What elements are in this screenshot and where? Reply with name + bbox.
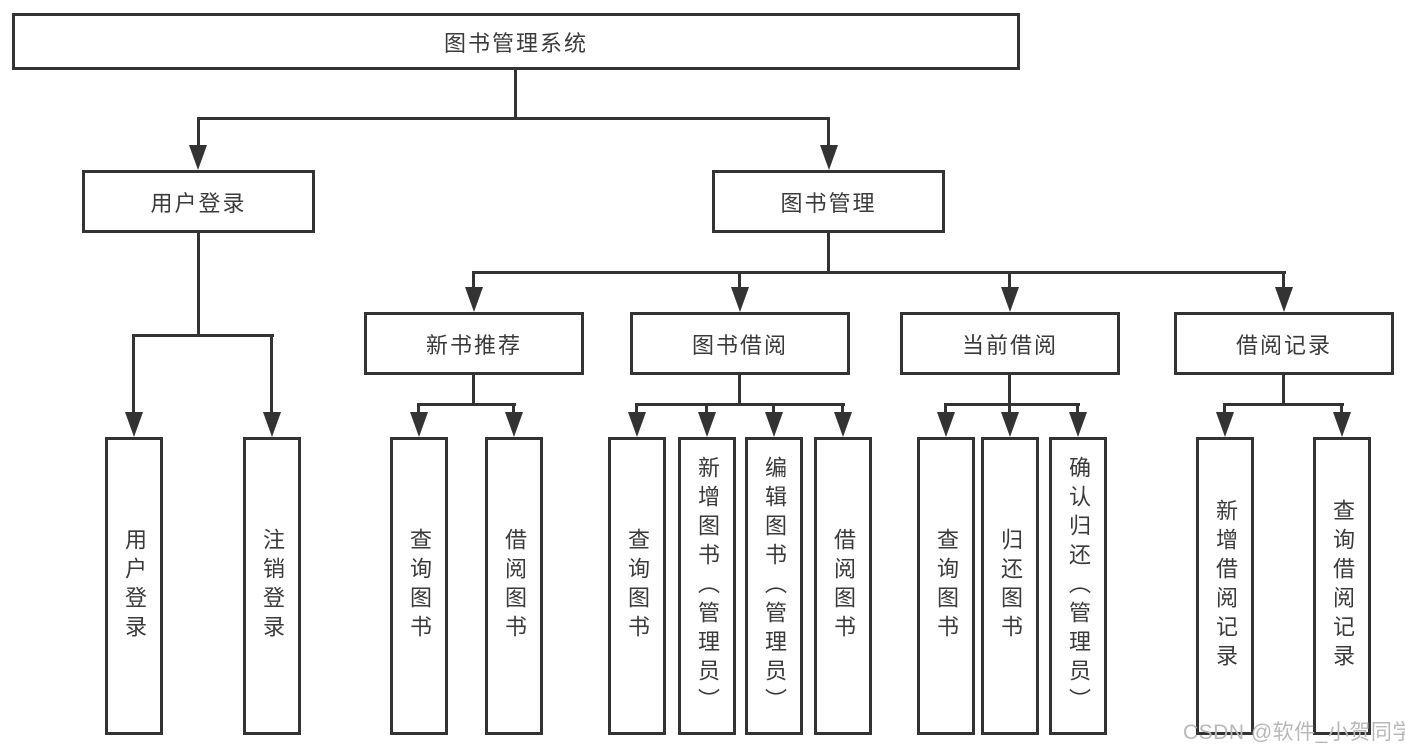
connector-line — [635, 403, 638, 414]
connector-line — [270, 334, 273, 414]
connector-line — [512, 403, 515, 414]
arrow-down-icon — [1275, 287, 1293, 312]
connector-line — [1282, 375, 1285, 406]
node-query-borrow-record: 查询借阅记录 — [1313, 437, 1371, 735]
connector-line — [705, 403, 708, 414]
node-label: 归还图书 — [998, 528, 1023, 644]
node-label: 查询借阅记录 — [1330, 499, 1355, 673]
node-label: 用户登录 — [150, 190, 247, 216]
node-edit-books-admin: 编辑图书（管理员） — [745, 437, 803, 735]
node-label: 新增图书（管理员） — [695, 455, 720, 717]
connector-line — [827, 233, 830, 274]
arrow-down-icon — [1001, 287, 1019, 312]
connector-line — [197, 117, 200, 148]
connector-line — [197, 233, 200, 337]
connector-line — [472, 271, 475, 289]
connector-line — [1008, 271, 1011, 289]
arrow-down-icon — [505, 412, 523, 437]
node-label: 借阅记录 — [1235, 332, 1332, 358]
node-user-login-action: 用户登录 — [105, 437, 163, 735]
node-label: 图书借阅 — [691, 332, 788, 358]
connector-line — [944, 403, 1080, 406]
arrow-down-icon — [189, 145, 207, 170]
node-label: 借阅图书 — [502, 528, 527, 644]
arrow-down-icon — [937, 412, 955, 437]
arrow-down-icon — [731, 287, 749, 312]
arrow-down-icon — [1069, 412, 1087, 437]
connector-line — [1223, 403, 1226, 414]
arrow-down-icon — [263, 412, 281, 437]
connector-line — [417, 403, 516, 406]
arrow-down-icon — [465, 287, 483, 312]
node-label: 注销登录 — [260, 528, 285, 644]
node-label: 查询图书 — [934, 528, 959, 644]
node-label: 用户登录 — [122, 528, 147, 644]
node-label: 查询图书 — [407, 528, 432, 644]
connector-line — [738, 375, 741, 406]
node-borrow-books: 借阅图书 — [814, 437, 872, 735]
connector-line — [827, 117, 830, 148]
node-book-borrowing: 图书借阅 — [630, 312, 850, 375]
arrow-down-icon — [698, 412, 716, 437]
connector-line — [197, 117, 830, 120]
arrow-down-icon — [765, 412, 783, 437]
node-add-borrow-record: 新增借阅记录 — [1196, 437, 1254, 735]
connector-line — [1076, 403, 1079, 414]
node-borrow-books-recommend: 借阅图书 — [485, 437, 543, 735]
node-borrowing-records: 借阅记录 — [1174, 312, 1394, 375]
csdn-watermark: CSDN @软件_小贺同学 — [1183, 721, 1405, 744]
node-library-management-system: 图书管理系统 — [12, 13, 1020, 70]
connector-line — [472, 271, 1286, 274]
arrow-down-icon — [628, 412, 646, 437]
connector-line — [1282, 271, 1285, 289]
node-label: 查询图书 — [625, 528, 650, 644]
node-return-books: 归还图书 — [981, 437, 1039, 735]
node-label: 编辑图书（管理员） — [762, 455, 787, 717]
arrow-down-icon — [125, 412, 143, 437]
connector-line — [132, 334, 274, 337]
connector-line — [132, 334, 135, 414]
node-confirm-return-admin: 确认归还（管理员） — [1049, 437, 1107, 735]
arrow-down-icon — [1216, 412, 1234, 437]
node-label: 当前借阅 — [961, 332, 1058, 358]
connector-line — [772, 403, 775, 414]
connector-line — [472, 375, 475, 406]
arrow-down-icon — [834, 412, 852, 437]
node-current-borrowing: 当前借阅 — [900, 312, 1120, 375]
node-label: 新增借阅记录 — [1213, 499, 1238, 673]
connector-line — [1340, 403, 1343, 414]
node-query-books-recommend: 查询图书 — [390, 437, 448, 735]
connector-line — [944, 403, 947, 414]
node-book-management: 图书管理 — [712, 170, 945, 233]
node-label: 确认归还（管理员） — [1066, 455, 1091, 717]
node-label: 图书管理 — [780, 190, 877, 216]
node-logout: 注销登录 — [243, 437, 301, 735]
node-user-login: 用户登录 — [82, 170, 315, 233]
arrow-down-icon — [1001, 412, 1019, 437]
connector-line — [738, 271, 741, 289]
arrow-down-icon — [820, 145, 838, 170]
connector-line — [1223, 403, 1344, 406]
arrow-down-icon — [1333, 412, 1351, 437]
node-add-books-admin: 新增图书（管理员） — [678, 437, 736, 735]
node-label: 新书推荐 — [425, 332, 522, 358]
node-label: 借阅图书 — [831, 528, 856, 644]
connector-line — [1008, 403, 1011, 414]
connector-line — [841, 403, 844, 414]
connector-line — [1008, 375, 1011, 406]
connector-line — [417, 403, 420, 414]
node-query-books-borrowing: 查询图书 — [608, 437, 666, 735]
connector-line — [635, 403, 845, 406]
node-query-books-current: 查询图书 — [917, 437, 975, 735]
node-label: 图书管理系统 — [443, 30, 588, 56]
connector-line — [514, 70, 517, 120]
arrow-down-icon — [410, 412, 428, 437]
node-new-book-recommendation: 新书推荐 — [364, 312, 584, 375]
